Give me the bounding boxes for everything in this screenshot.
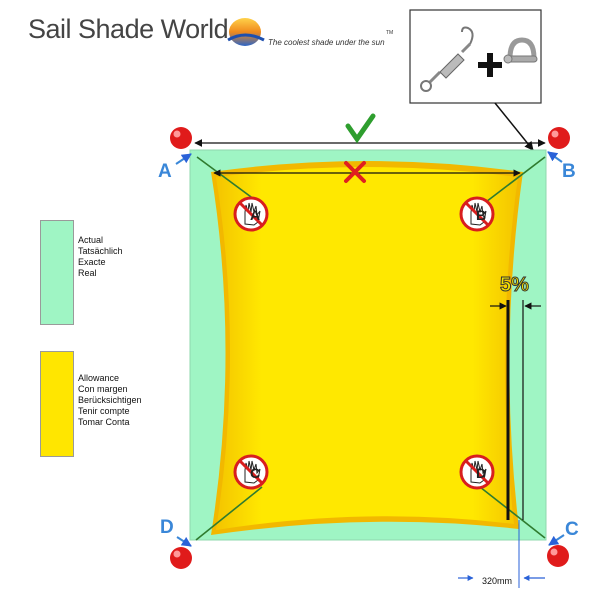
stop-hand-icon: C — [233, 454, 269, 490]
brand-name: Sail Shade World — [28, 14, 229, 44]
hardware-box — [409, 9, 542, 104]
corner-label-c: C — [565, 519, 579, 540]
legend-actual-label: Tatsächlich — [78, 246, 123, 256]
post-c — [547, 545, 569, 567]
corner-label-d: D — [160, 517, 174, 538]
turnbuckle-icon — [420, 26, 474, 92]
legend-allowance-label: Tomar Conta — [78, 417, 130, 427]
logo-icon — [227, 18, 265, 46]
stop-hand-icon: D — [459, 454, 495, 490]
legend-allowance-label: Allowance — [78, 373, 120, 383]
inset-percent-label: 5% — [500, 274, 530, 297]
plus-icon — [478, 53, 502, 77]
legend-actual-label: Exacte — [78, 257, 106, 267]
legend-allowance-label: Con margen — [78, 384, 128, 394]
check-icon — [345, 113, 376, 144]
stop-marker-letter: C — [250, 465, 260, 481]
corner-pointers — [175, 151, 565, 547]
legend-allowance-labels: Allowance Con margen Berücksichtigen Ten… — [78, 373, 142, 428]
cross-icon — [344, 161, 366, 183]
stop-marker-letter: D — [476, 465, 486, 481]
tension-wires — [195, 156, 546, 541]
post-a — [170, 127, 192, 149]
corner-label-a: A — [158, 161, 172, 182]
stop-hand-icon: A — [233, 196, 269, 232]
legend-allowance-swatch — [40, 351, 74, 457]
brand-tagline: The coolest shade under the sun — [268, 38, 385, 47]
legend-actual-label: Actual — [78, 235, 104, 245]
shackle-icon — [503, 37, 538, 64]
stop-marker-letter: B — [476, 207, 486, 223]
legend-actual-label: Real — [78, 268, 97, 278]
post-d — [170, 547, 192, 569]
legend-allowance-label: Berücksichtigen — [78, 395, 142, 405]
stop-marker-letter: A — [250, 207, 260, 223]
legend-actual-swatch — [40, 220, 74, 325]
dimension-label: 320mm — [482, 576, 513, 586]
corner-label-b: B — [562, 161, 576, 182]
inset-indicator — [490, 300, 541, 588]
post-b — [548, 127, 570, 149]
legend-actual-labels: Actual Tatsächlich Exacte Real — [78, 235, 123, 279]
brand-trademark: TM — [386, 30, 394, 36]
legend-allowance-label: Tenir compte — [78, 406, 130, 416]
stop-hand-icon: B — [459, 196, 495, 232]
sail-allowance — [216, 167, 518, 530]
